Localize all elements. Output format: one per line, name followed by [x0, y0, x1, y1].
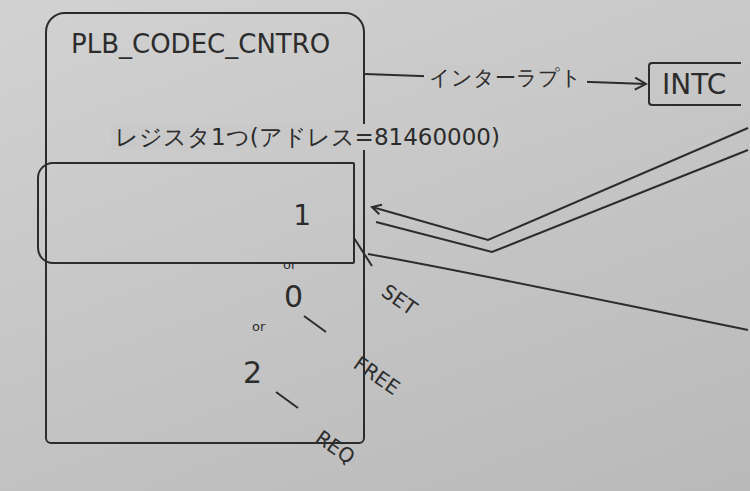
signal-name: インターラプト [424, 66, 587, 91]
tick-mark [354, 238, 372, 266]
state-value: 0 [284, 280, 303, 313]
bit-value: 1 [293, 200, 311, 232]
write-line [376, 150, 748, 252]
tick-mark [276, 392, 298, 408]
state-value: 2 [243, 356, 262, 389]
intc-name: INTC [662, 69, 726, 101]
module-box: PLB_CODEC_CNTROレジスタ1つ(アドレス=81460000)1 [45, 12, 365, 444]
intc-box: INTC [648, 62, 741, 106]
module-name: PLB_CODEC_CNTRO [71, 30, 330, 60]
state-name: SET [378, 280, 421, 320]
register-band: レジスタ1つ(アドレス=81460000)1 [37, 162, 355, 264]
bus-line [368, 254, 748, 330]
tick-mark [304, 316, 326, 332]
state-name: REQ [312, 426, 359, 468]
register-heading: レジスタ1つ(アドレス=81460000) [111, 124, 504, 150]
state-name: FREE [350, 352, 404, 399]
or-note: or [252, 320, 265, 334]
or-note: or [283, 258, 296, 272]
